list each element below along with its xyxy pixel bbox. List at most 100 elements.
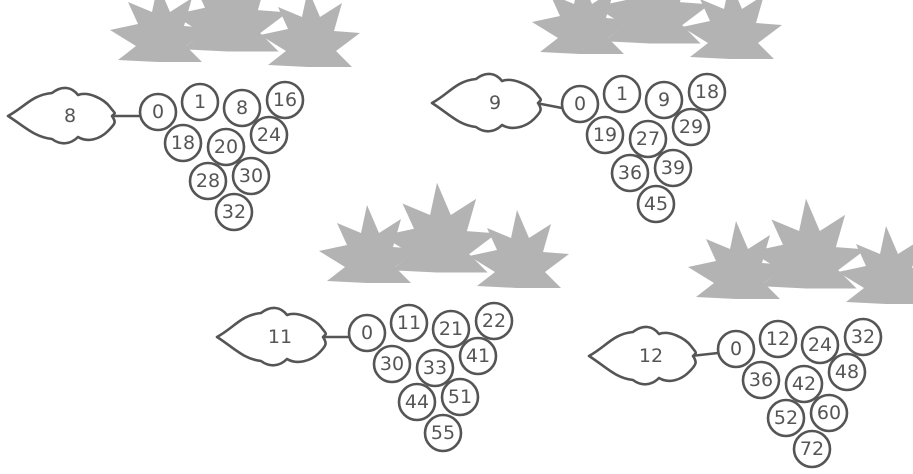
leaf-label: 9: [489, 92, 501, 114]
foliage-shape: [381, 182, 497, 273]
grape: 22: [474, 301, 514, 341]
grape-label: 22: [482, 310, 506, 332]
grape: 32: [214, 192, 254, 232]
grape-label: 32: [222, 201, 246, 223]
grape-circle: [214, 192, 254, 232]
leaf-label: 11: [268, 326, 292, 348]
grape-circle: [265, 80, 305, 120]
grape-circle: [440, 377, 480, 417]
grape-label: 48: [835, 361, 859, 383]
grape-label: 44: [405, 391, 429, 413]
grape: 19: [585, 115, 625, 155]
grape-circle: [415, 348, 455, 388]
grape-label: 19: [593, 124, 617, 146]
grape-label: 24: [808, 334, 832, 356]
grape-label: 0: [730, 338, 742, 360]
grape-label: 32: [851, 326, 875, 348]
grape: 52: [766, 398, 806, 438]
grape-circle: [843, 317, 883, 357]
grape-label: 36: [618, 162, 642, 184]
grape-circle: [827, 352, 867, 392]
grape-label: 8: [236, 97, 248, 119]
grape-label: 60: [817, 402, 841, 424]
grape-circle: [792, 429, 832, 469]
grape: 16: [265, 80, 305, 120]
grape: 36: [610, 153, 650, 193]
foliage-shape: [260, 0, 360, 67]
grape: 39: [653, 148, 693, 188]
grape-label: 41: [466, 345, 490, 367]
grape-circle: [397, 382, 437, 422]
grape-circle: [800, 325, 840, 365]
grape-circle: [784, 364, 824, 404]
grape-label: 0: [152, 101, 164, 123]
leaf: 11: [215, 306, 328, 367]
foliage-shape: [110, 0, 210, 62]
grape-label: 42: [792, 373, 816, 395]
grape-label: 52: [774, 407, 798, 429]
foliage-shape: [688, 221, 788, 299]
grape-circle: [585, 115, 625, 155]
grape-label: 12: [766, 328, 790, 350]
grape-circle: [602, 74, 642, 114]
foliage-shape: [682, 0, 782, 59]
foliage-shape: [594, 0, 710, 44]
grape-label: 1: [194, 91, 206, 113]
grape-circle: [741, 360, 781, 400]
grape-circle: [758, 319, 798, 359]
foliage-shape: [172, 0, 288, 52]
leaf-outline: [215, 306, 328, 367]
grape: 11: [389, 303, 429, 343]
grape-circle: [231, 156, 271, 196]
leaf-outline: [430, 72, 543, 133]
foliage-shape: [838, 226, 913, 304]
grape-label: 20: [214, 136, 238, 158]
grape-circle: [138, 92, 178, 132]
leaf: 9: [430, 72, 543, 133]
grape: 44: [397, 382, 437, 422]
grape: 60: [809, 393, 849, 433]
grape-label: 28: [196, 170, 220, 192]
grape: 36: [741, 360, 781, 400]
grape: 42: [784, 364, 824, 404]
grape-label: 51: [448, 386, 472, 408]
leaf-outline: [587, 325, 698, 386]
grape-label: 24: [257, 124, 281, 146]
grape-label: 18: [171, 132, 195, 154]
grape: 28: [188, 161, 228, 201]
grape: 21: [431, 309, 471, 349]
grape: 1: [602, 74, 642, 114]
grape-circle: [188, 161, 228, 201]
grape-label: 21: [439, 318, 463, 340]
grape: 48: [827, 352, 867, 392]
grape-circle: [560, 84, 600, 124]
grape-label: 30: [380, 353, 404, 375]
grape: 72: [792, 429, 832, 469]
grape-circle: [206, 127, 246, 167]
grape-label: 0: [574, 93, 586, 115]
grape-circle: [249, 115, 289, 155]
grape-circle: [610, 153, 650, 193]
grape-circle: [180, 82, 220, 122]
grape: 51: [440, 377, 480, 417]
grape: 32: [843, 317, 883, 357]
grape: 29: [671, 107, 711, 147]
grape: 41: [458, 336, 498, 376]
grape: 27: [628, 119, 668, 159]
grape: 0: [347, 313, 387, 353]
grape-circle: [809, 393, 849, 433]
grape-label: 45: [644, 193, 668, 215]
grape-label: 30: [239, 165, 263, 187]
grape-circle: [222, 88, 262, 128]
grape-circle: [474, 301, 514, 341]
grape-circle: [653, 148, 693, 188]
grape: 33: [415, 348, 455, 388]
grape: 55: [423, 413, 463, 453]
grape-label: 29: [679, 116, 703, 138]
foliage-shape: [750, 198, 866, 289]
grape: 30: [231, 156, 271, 196]
